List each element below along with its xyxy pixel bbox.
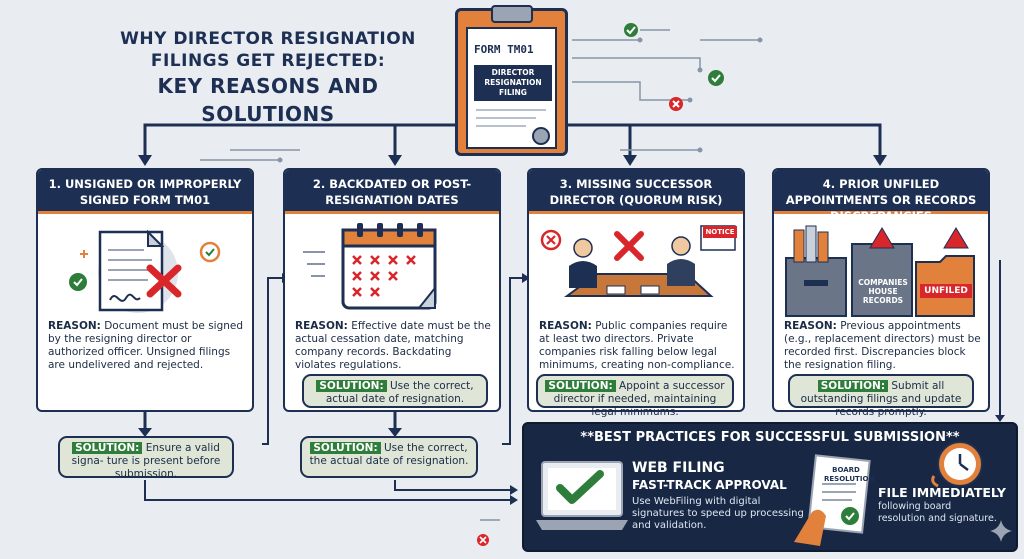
clock-icon [931,441,983,488]
records-folder-label: COMPANIES HOUSE RECORDS [858,278,908,305]
solution-label: SOLUTION: [817,380,889,392]
reason-text: Document must be signed by the resigning… [48,320,244,371]
reason-text: Effective date must be the actual cessat… [295,320,491,371]
title-line-3: KEY REASONS AND SOLUTIONS [157,74,379,126]
panel-reason: REASON: Document must be signed by the r… [48,320,246,372]
solution-box-1: SOLUTION: Ensure a valid signa- ture is … [58,436,234,480]
solution-label: SOLUTION: [310,442,381,454]
form-title-box: DIRECTOR RESIGNATION FILING [474,65,552,101]
panel-unsigned-form: 1. UNSIGNED OR IMPROPERLY SIGNED FORM TM… [36,168,254,412]
panel-missing-successor: 3. MISSING SUCCESSOR DIRECTOR (QUORUM RI… [527,168,745,412]
solution-text: Appoint a successor director if needed, … [553,380,725,418]
paper-line [476,109,546,111]
clipboard-clamp-icon [491,5,533,23]
panel-heading: 4. PRIOR UNFILED APPOINTMENTS OR RECORDS… [774,170,988,223]
paper-line [476,125,526,127]
solution-box-4: SOLUTION: Submit all outstanding filings… [788,374,974,418]
solution-text: Submit all outstanding filings and updat… [800,380,962,418]
title-line-1: WHY DIRECTOR RESIGNATION [120,29,416,49]
panel-backdated-dates: 2. BACKDATED OR POST-RESIGNATION DATES R… [283,168,501,412]
panel-reason: REASON: Effective date must be the actua… [295,320,493,372]
best-practices-panel: **BEST PRACTICES FOR SUCCESSFUL SUBMISSI… [522,422,1018,552]
panel-reason: REASON: Public companies require at leas… [539,320,737,372]
solution-text: Use the correct, actual date of resignat… [325,380,474,405]
panel-heading: 2. BACKDATED OR POST-RESIGNATION DATES [285,170,499,214]
panel-unfiled-appointments: 4. PRIOR UNFILED APPOINTMENTS OR RECORDS… [772,168,990,412]
file-immediately-description: following board resolution and signature… [878,501,997,524]
panel-reason: REASON: Previous appointments (e.g., rep… [784,320,982,372]
solution-box-3: SOLUTION: Appoint a successor director i… [536,374,734,418]
solution-label: SOLUTION: [545,380,616,392]
panel-heading: 3. MISSING SUCCESSOR DIRECTOR (QUORUM RI… [529,170,743,214]
solution-label: SOLUTION: [316,380,387,392]
reason-label: REASON: [295,320,348,332]
web-filing-subtitle: FAST-TRACK APPROVAL [632,478,787,492]
signed-document-icon [69,229,221,313]
web-filing-description: Use WebFiling with digital signatures to… [632,496,804,531]
reason-label: REASON: [48,320,101,332]
reason-label: REASON: [539,320,592,332]
best-practices-heading: **BEST PRACTICES FOR SUCCESSFUL SUBMISSI… [580,430,960,445]
form-number: FORM TM01 [474,43,534,56]
web-filing-title: WEB FILING [632,460,725,476]
solution-text: Ensure a valid signa- ture is present be… [71,442,221,480]
reason-label: REASON: [784,320,837,332]
paper-line [476,117,536,119]
laptop-check-icon [536,461,628,530]
reason-text: Previous appointments (e.g., replacement… [784,320,981,371]
notice-tag: NOTICE [703,226,737,238]
solution-box-2a: SOLUTION: Use the correct, actual date o… [302,374,488,408]
calendar-icon [303,223,437,310]
solution-text: Use the correct, the actual date of resi… [309,442,469,467]
panel-heading: 1. UNSIGNED OR IMPROPERLY SIGNED FORM TM… [38,170,252,214]
form-paper: FORM TM01 DIRECTOR RESIGNATION FILING [466,27,557,149]
clipboard-form-illustration: FORM TM01 DIRECTOR RESIGNATION FILING [455,5,568,156]
unfiled-stamp: UNFILED [920,284,972,298]
reason-text: Public companies require at least two di… [539,320,735,371]
solution-box-2b: SOLUTION: Use the correct, the actual da… [300,436,478,478]
title-line-2: FILINGS GET REJECTED: [150,51,386,71]
seal-icon [532,127,550,145]
page-title: WHY DIRECTOR RESIGNATION FILINGS GET REJ… [118,28,418,128]
solution-label: SOLUTION: [72,442,143,454]
board-resolution-label: BOARD RESOLUTION [824,466,875,483]
file-immediately-title: FILE IMMEDIATELY [878,485,1006,500]
board-resolution-icon [794,454,871,546]
sparkle-icon [990,520,1012,542]
